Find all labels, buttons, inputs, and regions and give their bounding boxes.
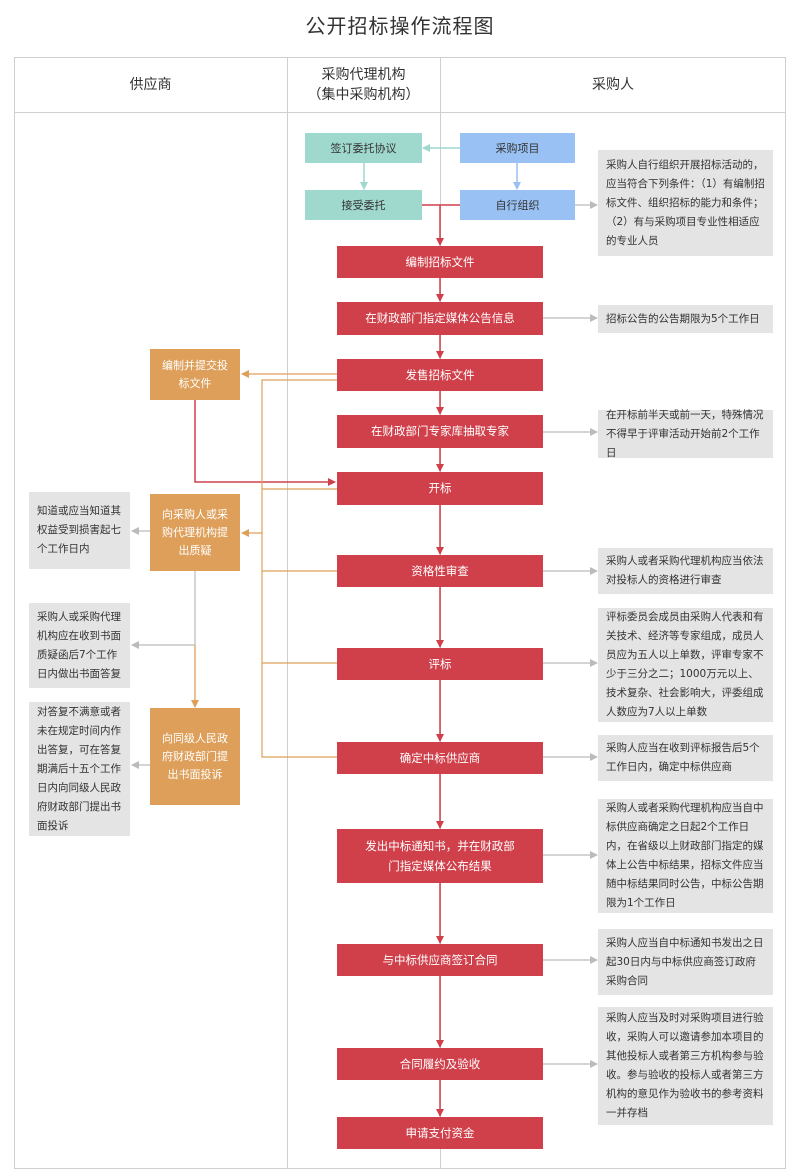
sign-contract-box: 与中标供应商签订合同 (337, 944, 543, 976)
bid-opening-box: 开标 (337, 472, 543, 505)
note-publish-result: 采购人或者采购代理机构应当自中标供应商确定之日起2个工作日内，在省级以上财政部门… (598, 799, 773, 913)
swimlane-frame (14, 57, 786, 1169)
page-title: 公开招标操作流程图 (305, 14, 495, 38)
note-contract-deadline: 采购人应当自中标通知书发出之日起30日内与中标供应商签订政府采购合同 (598, 929, 773, 995)
column-header-agency: 采购代理机构 （集中采购机构） (307, 66, 420, 103)
lane-divider-left (287, 57, 288, 1169)
note-complaint-deadline: 对答复不满意或者未在规定时间内作出答复，可在答复期满后十五个工作日内向同级人民政… (29, 702, 130, 836)
note-self-organize-conditions: 采购人自行组织开展招标活动的，应当符合下列条件：（1）有编制招标文件、组织招标的… (598, 150, 773, 256)
note-qualification-review: 采购人或者采购代理机构应当依法对投标人的资格进行审查 (598, 548, 773, 594)
sell-tender-docs-box: 发售招标文件 (337, 359, 543, 391)
draw-experts-box: 在财政部门专家库抽取专家 (337, 415, 543, 448)
raise-query-box: 向采购人或采购代理机构提出质疑 (150, 494, 240, 571)
purchase-project-box: 采购项目 (460, 133, 575, 163)
note-acceptance: 采购人应当及时对采购项目进行验收，采购人可以邀请参加本项目的其他投标人或者第三方… (598, 1007, 773, 1125)
connector-query-collector (261, 379, 337, 758)
note-expert-draw-time: 在开标前半天或前一天，特殊情况不得早于评审活动开始前2个工作日 (598, 409, 773, 459)
perform-acceptance-box: 合同履约及验收 (337, 1048, 543, 1080)
note-notice-period: 招标公告的公告期限为5个工作日 (598, 305, 773, 333)
note-reply-deadline: 采购人或采购代理机构应在收到书面质疑函后7个工作日内做出书面答复 (29, 603, 130, 688)
bid-evaluation-box: 评标 (337, 648, 543, 680)
sign-agreement-box: 签订委托协议 (305, 133, 422, 163)
submit-bid-box: 编制并提交投标文件 (150, 349, 240, 400)
accept-entrust-box: 接受委托 (305, 190, 422, 220)
qualification-review-box: 资格性审查 (337, 555, 543, 587)
apply-payment-box: 申请支付资金 (337, 1117, 543, 1149)
note-winner-deadline: 采购人应当在收到评标报告后5个工作日内，确定中标供应商 (598, 735, 773, 781)
self-organize-box: 自行组织 (460, 190, 575, 220)
column-header-supplier: 供应商 (129, 76, 172, 93)
determine-winner-box: 确定中标供应商 (337, 742, 543, 774)
column-header-purchaser: 采购人 (592, 76, 634, 93)
complaint-box: 向同级人民政府财政部门提出书面投诉 (150, 708, 240, 805)
notify-publish-result-box: 发出中标通知书，并在财政部门指定媒体公布结果 (337, 829, 543, 883)
arrow-query-to-reply-note (131, 571, 196, 649)
publish-notice-box: 在财政部门指定媒体公告信息 (337, 302, 543, 335)
note-evaluation-committee: 评标委员会成员由采购人代表和有关技术、经济等专家组成，成员人员应为五人以上单数，… (598, 608, 773, 722)
compile-tender-docs-box: 编制招标文件 (337, 246, 543, 278)
note-query-deadline: 知道或应当知道其权益受到损害起七个工作日内 (29, 492, 130, 569)
header-divider (14, 112, 786, 113)
arrow-submit-to-open (194, 400, 336, 486)
